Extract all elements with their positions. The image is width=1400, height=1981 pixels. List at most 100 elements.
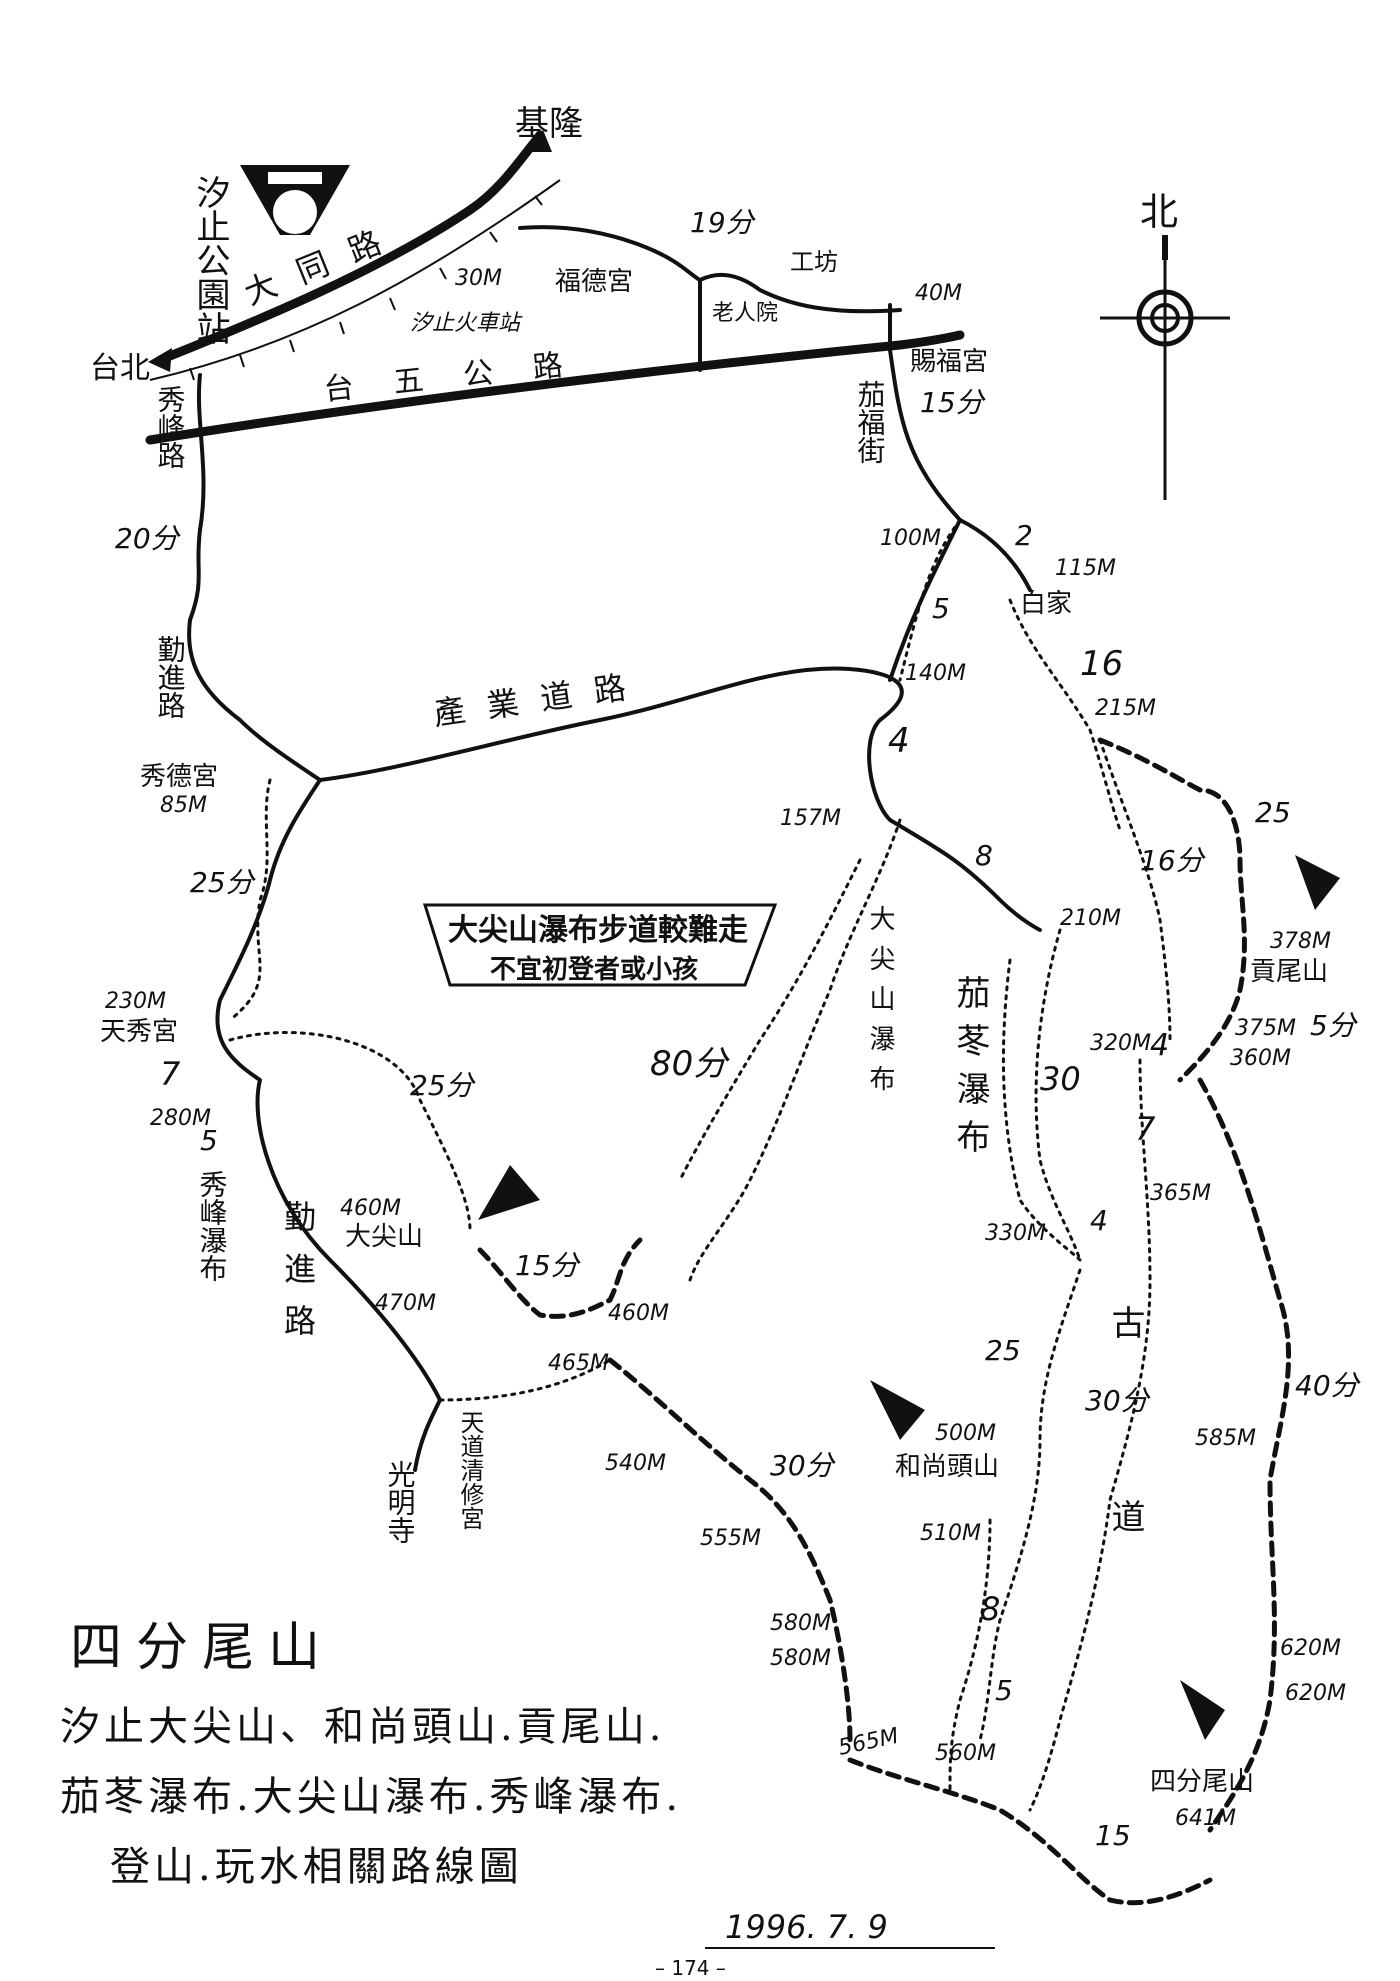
map-title: 四分尾山: [70, 1618, 334, 1678]
label-sifenwei-mtn: 四分尾山: [1150, 1767, 1254, 1797]
label-nursing-home: 老人院: [712, 301, 778, 326]
label-elev-580a: 580M: [770, 1611, 831, 1636]
warning-line-1: 大尖山瀑布步道較難走: [448, 913, 748, 948]
label-elev-465: 465M: [548, 1351, 609, 1376]
time-30-ancient: 30分: [1085, 1384, 1152, 1417]
label-elev-585: 585M: [1195, 1426, 1256, 1451]
label-fude-temple: 福德宮: [555, 267, 633, 297]
label-elev-580b: 580M: [770, 1646, 831, 1671]
trail-upper-16: [1008, 598, 1122, 832]
summit-flag-sifenwei: [1180, 1680, 1225, 1740]
road-datong: [155, 130, 545, 365]
time-16-right: 16分: [1140, 844, 1207, 877]
label-cifu-temple: 賜福宮: [910, 347, 988, 377]
time-25-lower: 25: [985, 1334, 1021, 1367]
road-qinjin-top: [187, 618, 322, 782]
label-station-elev: 30M: [455, 266, 502, 291]
label-gongwei-mtn: 貢尾山: [1250, 957, 1328, 987]
label-elev-210: 210M: [1060, 906, 1121, 931]
label-qinjin-rd-top: 勤進路: [154, 635, 187, 719]
page-number: – 174 –: [655, 1956, 726, 1980]
label-ancient-trail: 古道: [1105, 1305, 1145, 1693]
warning-box: [422, 903, 778, 987]
railway: [149, 179, 561, 381]
label-guangming-temple: 光明寺: [384, 1460, 417, 1544]
label-elev-40: 40M: [915, 281, 962, 306]
label-park-station: 汐止公園站: [190, 175, 230, 345]
time-15-summit: 15分: [515, 1249, 582, 1282]
label-jiafu-st: 茄福街: [854, 380, 887, 464]
summit-flag-heshang: [870, 1380, 925, 1440]
label-tiandao-temple: 天道清修宮: [456, 1410, 484, 1530]
trail-jiadong-falls: [1034, 928, 1082, 1262]
time-4-gongwei: 4: [1150, 1028, 1169, 1063]
logo-emblem: [240, 165, 350, 235]
arrow-taipei: [148, 348, 172, 372]
label-xiude-temple: 秀德宮: [140, 762, 218, 792]
time-20: 20分: [115, 522, 182, 555]
time-4-lower: 4: [1090, 1204, 1108, 1237]
label-elev-375: 375M: [1235, 1016, 1296, 1041]
map-subtitle-2: 茄苳瀑布.大尖山瀑布.秀峰瀑布.: [60, 1774, 682, 1820]
label-elev-140: 140M: [905, 661, 966, 686]
time-5-left: 5: [200, 1124, 218, 1157]
time-5-gongwei: 5分: [1310, 1009, 1359, 1042]
label-elev-360: 360M: [1230, 1046, 1291, 1071]
railway-ties: [189, 195, 543, 381]
arrow-keelung: [530, 130, 552, 152]
label-xiufeng-rd: 秀峰路: [154, 385, 187, 469]
label-heshang-mtn: 和尚頭山: [895, 1452, 999, 1482]
map-subtitle-3: 登山.玩水相關路線圖: [110, 1844, 523, 1890]
road-xiufeng: [188, 373, 206, 622]
time-5-lower: 5: [995, 1674, 1013, 1707]
time-15-bottom: 15: [1095, 1819, 1131, 1852]
trail-dajian-falls: [688, 818, 902, 1282]
label-jiadong-falls: 茄苳瀑布: [950, 975, 990, 1167]
label-elev-85: 85M: [160, 793, 207, 818]
time-15-jiafu: 15分: [920, 386, 987, 419]
label-tianxiang-temple: 天秀宮: [100, 1017, 178, 1047]
label-elev-460: 460M: [608, 1301, 669, 1326]
road-jiafu-st: [888, 348, 1032, 592]
time-2: 2: [1015, 519, 1033, 552]
label-elev-510: 510M: [920, 1521, 981, 1546]
label-heshang-elev: 500M: [935, 1421, 996, 1446]
time-25-left: 25分: [190, 866, 257, 899]
time-80: 80分: [650, 1044, 730, 1084]
label-factory: 工坊: [790, 248, 838, 276]
road-guangming: [413, 1398, 442, 1472]
label-dajian-mtn: 大尖山: [345, 1222, 423, 1252]
time-30-falls: 30: [1040, 1060, 1081, 1098]
trail-ridge-30: [607, 1357, 853, 1743]
north-label: 北: [1140, 190, 1178, 234]
label-gongwei-elev: 378M: [1270, 929, 1331, 954]
time-40: 40分: [1295, 1369, 1362, 1402]
label-industry-rd: 產業道路: [431, 665, 650, 733]
label-elev-555: 555M: [700, 1526, 761, 1551]
label-sifenwei-elev: 641M: [1175, 1806, 1236, 1831]
label-xiufeng-falls: 秀峰瀑布: [196, 1170, 229, 1282]
label-elev-560: 560M: [935, 1741, 996, 1766]
north-arrow: [1100, 235, 1230, 500]
trail-heshang: [948, 1518, 992, 1792]
label-family: 白家: [1020, 589, 1072, 619]
time-7-right: 7: [1135, 1110, 1156, 1148]
trail-bottom: [847, 1757, 1213, 1906]
label-elev-320: 320M: [1090, 1031, 1151, 1056]
time-7-left: 7: [160, 1055, 181, 1093]
road-industry: [318, 666, 1042, 932]
label-elev-215: 215M: [1095, 696, 1156, 721]
map-subtitle-1: 汐止大尖山、和尚頭山.貢尾山.: [60, 1704, 665, 1750]
trail-right-16: [1098, 738, 1172, 1042]
label-elev-620a: 620M: [1280, 1636, 1341, 1661]
time-4-mid: 4: [888, 721, 910, 761]
label-xizhi-station: 汐止火車站: [410, 311, 523, 336]
time-5-upper: 5: [932, 592, 950, 625]
label-dajian-elev: 460M: [340, 1196, 401, 1221]
label-elev-470: 470M: [375, 1291, 436, 1316]
trail-tiandao: [438, 1358, 612, 1402]
trail-ancient: [1028, 1058, 1152, 1812]
trail-lower-25: [978, 1268, 1082, 1742]
trail-summit-15: [477, 1237, 643, 1319]
time-25-inner: 25分: [410, 1069, 477, 1102]
